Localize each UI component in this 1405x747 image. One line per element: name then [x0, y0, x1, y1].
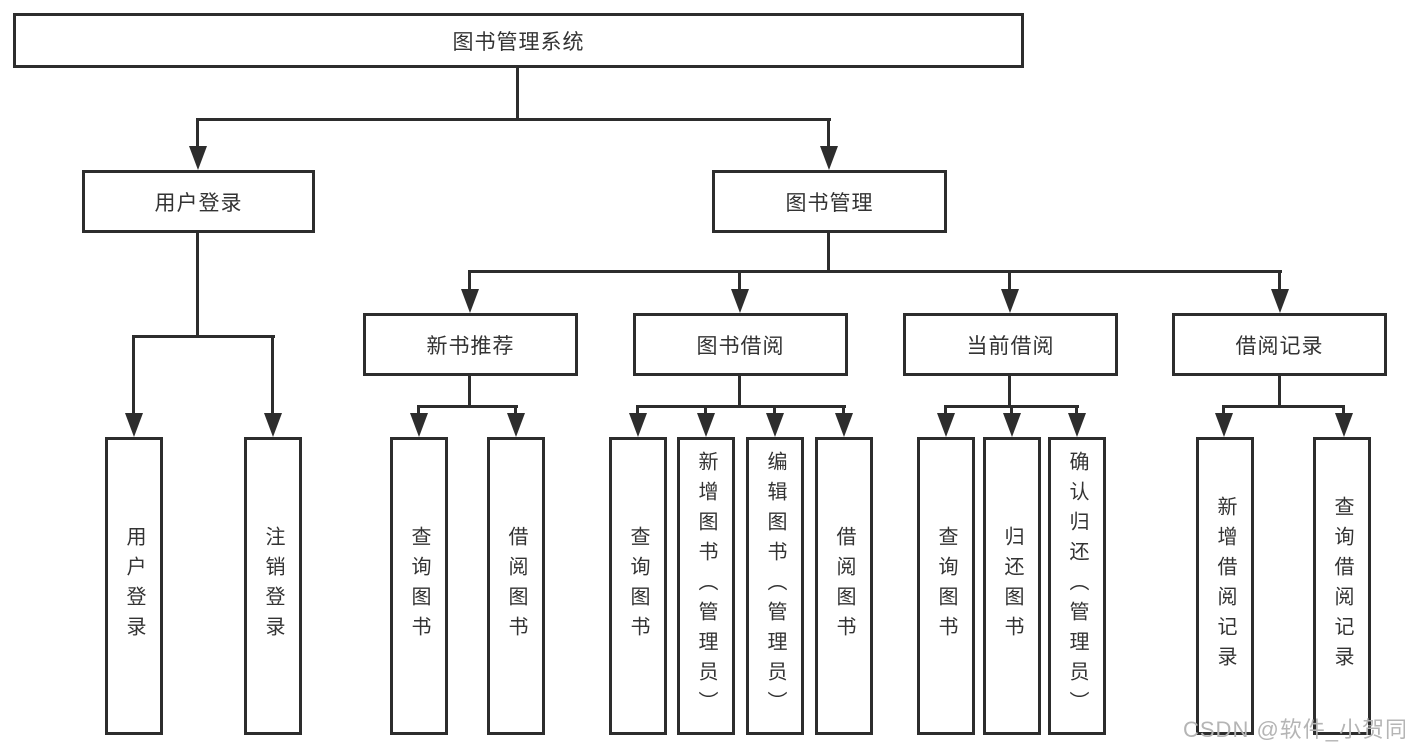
leaf-label: 借阅图书: [833, 526, 855, 646]
node-user-login: 用户登录: [82, 170, 315, 233]
node-book-borrowing: 图书借阅: [633, 313, 848, 376]
csdn-watermark: CSDN @软件_小贺同学: [1183, 717, 1405, 742]
connector-line: [1075, 405, 1078, 415]
arrow-down-icon: [820, 146, 838, 170]
node-book-management: 图书管理: [712, 170, 947, 233]
connector-line: [516, 68, 519, 118]
connector-line: [773, 405, 776, 415]
connector-line: [196, 118, 831, 121]
arrow-down-icon: [461, 289, 479, 313]
connector-line: [468, 270, 471, 291]
connector-line: [842, 405, 845, 415]
connector-line: [1008, 270, 1011, 291]
leaf-logout: 注销登录: [244, 437, 302, 735]
arrow-down-icon: [1068, 413, 1086, 437]
node-library-management-system: 图书管理系统: [13, 13, 1024, 68]
connector-line: [271, 335, 274, 415]
leaf-query-books-current: 查询图书: [917, 437, 975, 735]
leaf-user-login: 用户登录: [105, 437, 163, 735]
leaf-label: 归还图书: [1001, 526, 1023, 646]
arrow-down-icon: [766, 413, 784, 437]
leaf-query-books-borrowing: 查询图书: [609, 437, 667, 735]
connector-line: [738, 270, 741, 291]
arrow-down-icon: [731, 289, 749, 313]
connector-line: [132, 335, 135, 415]
leaf-query-books-recommend: 查询图书: [390, 437, 448, 735]
node-current-borrowing: 当前借阅: [903, 313, 1118, 376]
arrow-down-icon: [937, 413, 955, 437]
leaf-label: 查询图书: [627, 526, 649, 646]
connector-line: [827, 233, 830, 272]
connector-line: [1010, 405, 1013, 415]
connector-line: [944, 405, 947, 415]
arrow-down-icon: [1003, 413, 1021, 437]
leaf-label: 新增图书（管理员）: [695, 451, 717, 721]
leaf-label: 确认归还（管理员）: [1066, 451, 1088, 721]
arrow-down-icon: [507, 413, 525, 437]
connector-line: [1278, 376, 1281, 407]
arrow-down-icon: [629, 413, 647, 437]
leaf-label: 新增借阅记录: [1214, 496, 1236, 676]
connector-line: [738, 376, 741, 407]
leaf-label: 编辑图书（管理员）: [764, 451, 786, 721]
leaf-label: 借阅图书: [505, 526, 527, 646]
node-borrowing-records: 借阅记录: [1172, 313, 1387, 376]
connector-line: [636, 405, 639, 415]
leaf-label: 用户登录: [123, 526, 145, 646]
leaf-borrow-books-borrowing: 借阅图书: [815, 437, 873, 735]
arrow-down-icon: [835, 413, 853, 437]
leaf-label: 查询图书: [408, 526, 430, 646]
leaf-add-borrow-record: 新增借阅记录: [1196, 437, 1254, 735]
arrow-down-icon: [697, 413, 715, 437]
connector-line: [132, 335, 275, 338]
connector-line: [827, 118, 830, 148]
leaf-add-book-admin: 新增图书（管理员）: [677, 437, 735, 735]
connector-line: [468, 376, 471, 407]
connector-line: [417, 405, 518, 408]
arrow-down-icon: [264, 413, 282, 437]
leaf-borrow-books-recommend: 借阅图书: [487, 437, 545, 735]
node-new-book-recommendation: 新书推荐: [363, 313, 578, 376]
connector-line: [636, 405, 846, 408]
arrow-down-icon: [1001, 289, 1019, 313]
leaf-return-book: 归还图书: [983, 437, 1041, 735]
leaf-query-borrow-record: 查询借阅记录: [1313, 437, 1371, 735]
leaf-label: 查询借阅记录: [1331, 496, 1353, 676]
connector-line: [704, 405, 707, 415]
leaf-label: 注销登录: [262, 526, 284, 646]
leaf-edit-book-admin: 编辑图书（管理员）: [746, 437, 804, 735]
connector-line: [196, 233, 199, 337]
arrow-down-icon: [125, 413, 143, 437]
arrow-down-icon: [1271, 289, 1289, 313]
connector-line: [514, 405, 517, 415]
connector-line: [1008, 376, 1011, 407]
arrow-down-icon: [410, 413, 428, 437]
leaf-confirm-return-admin: 确认归还（管理员）: [1048, 437, 1106, 735]
connector-line: [1342, 405, 1345, 415]
connector-line: [1222, 405, 1225, 415]
arrow-down-icon: [1215, 413, 1233, 437]
connector-line: [196, 118, 199, 148]
arrow-down-icon: [1335, 413, 1353, 437]
connector-line: [417, 405, 420, 415]
arrow-down-icon: [189, 146, 207, 170]
connector-line: [1222, 405, 1345, 408]
leaf-label: 查询图书: [935, 526, 957, 646]
connector-line: [468, 270, 1282, 273]
connector-line: [1278, 270, 1281, 291]
